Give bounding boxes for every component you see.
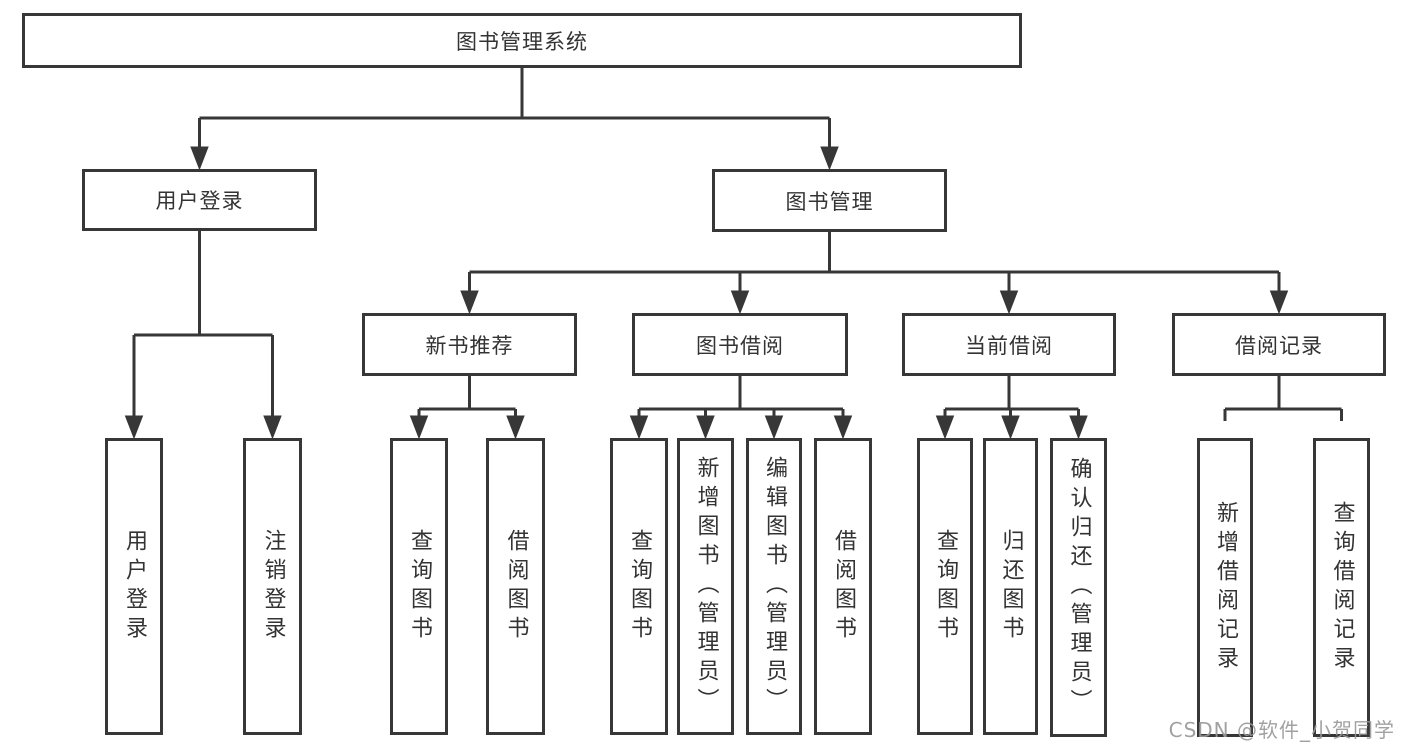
node-book-borrowing: 图书借阅 — [632, 313, 848, 376]
leaf-query-borrow-record: 查询借阅记录 — [1313, 438, 1370, 737]
leaf-return-books: 归还图书 — [983, 438, 1038, 735]
arrow-down-icon — [124, 415, 144, 440]
leaf-edit-books-admin: 编辑图书（管理员） — [746, 438, 802, 735]
leaf-label: 借阅图书 — [503, 528, 529, 645]
node-label: 新书推荐 — [425, 333, 514, 358]
node-label: 用户登录 — [155, 189, 244, 213]
arrow-down-icon — [506, 415, 525, 440]
node-label: 借阅记录 — [1235, 333, 1323, 358]
arrow-down-icon — [1001, 415, 1020, 440]
leaf-label: 确认归还（管理员） — [1066, 457, 1092, 718]
node-label: 图书借阅 — [696, 333, 784, 358]
arrow-down-icon — [1269, 290, 1289, 315]
node-new-book-recommend: 新书推荐 — [362, 313, 577, 376]
leaf-query-books-borrowing: 查询图书 — [610, 438, 668, 735]
node-label: 当前借阅 — [965, 333, 1053, 358]
arrow-down-icon — [764, 415, 784, 440]
arrow-down-icon — [730, 290, 750, 315]
leaf-add-books-admin: 新增图书（管理员） — [677, 438, 734, 735]
leaf-add-borrow-record: 新增借阅记录 — [1197, 438, 1253, 737]
leaf-confirm-return-admin: 确认归还（管理员） — [1050, 438, 1107, 737]
leaf-label: 新增图书（管理员） — [693, 456, 719, 717]
leaf-user-login: 用户登录 — [105, 438, 163, 735]
leaf-label: 用户登录 — [122, 528, 147, 645]
leaf-borrow-books-recommend: 借阅图书 — [486, 438, 545, 735]
leaf-label: 查询图书 — [627, 528, 652, 645]
leaf-borrow-books: 借阅图书 — [814, 438, 872, 735]
arrow-down-icon — [833, 415, 853, 440]
arrow-down-icon — [820, 146, 839, 171]
node-label: 图书管理系统 — [456, 29, 588, 54]
leaf-query-books-recommend: 查询图书 — [390, 438, 448, 735]
leaf-label: 新增借阅记录 — [1213, 500, 1238, 675]
leaf-label: 编辑图书（管理员） — [762, 456, 787, 717]
leaf-label: 归还图书 — [998, 528, 1024, 645]
arrow-down-icon — [1069, 415, 1088, 440]
arrow-down-icon — [999, 290, 1019, 315]
arrow-down-icon — [935, 415, 955, 440]
node-user-login: 用户登录 — [82, 169, 317, 231]
leaf-label: 查询借阅记录 — [1329, 500, 1355, 675]
arrow-down-icon — [190, 146, 209, 171]
node-borrowing-records: 借阅记录 — [1172, 313, 1386, 376]
leaf-label: 借阅图书 — [831, 528, 856, 645]
node-book-management: 图书管理 — [712, 169, 947, 232]
leaf-query-books-current: 查询图书 — [917, 438, 973, 735]
leaf-label: 查询图书 — [407, 528, 432, 645]
arrow-down-icon — [696, 415, 715, 440]
arrow-down-icon — [409, 415, 429, 440]
arrow-down-icon — [263, 415, 282, 440]
arrow-down-icon — [629, 415, 649, 440]
leaf-label: 注销登录 — [260, 528, 286, 645]
arrow-down-icon — [460, 290, 479, 315]
tree-edges — [132, 68, 1343, 421]
node-library-management-system: 图书管理系统 — [22, 13, 1022, 68]
node-label: 图书管理 — [785, 189, 874, 214]
node-current-borrowing: 当前借阅 — [902, 313, 1116, 376]
leaf-logout: 注销登录 — [243, 438, 302, 735]
leaf-label: 查询图书 — [933, 528, 958, 645]
